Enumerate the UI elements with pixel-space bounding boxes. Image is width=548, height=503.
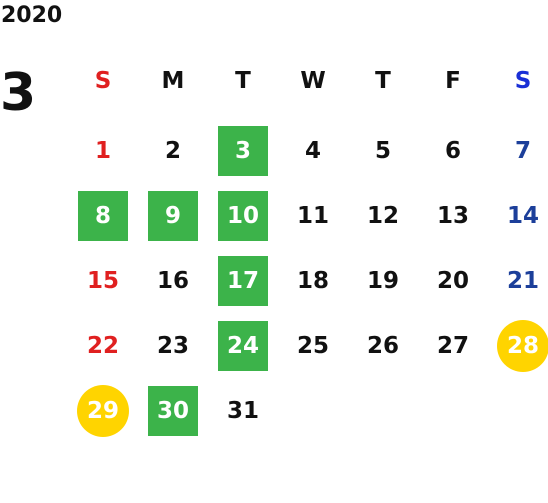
day-cell[interactable]: 5 bbox=[348, 118, 418, 183]
day-number[interactable]: 16 bbox=[156, 267, 189, 294]
day-number[interactable]: 13 bbox=[436, 202, 469, 229]
day-cell[interactable]: 18 bbox=[278, 248, 348, 313]
weekday-thursday: T bbox=[375, 68, 391, 94]
day-number[interactable]: 23 bbox=[156, 332, 189, 359]
day-number[interactable]: 29 bbox=[77, 384, 129, 437]
day-cell[interactable]: 3 bbox=[208, 118, 278, 183]
day-cell[interactable]: 7 bbox=[488, 118, 548, 183]
day-number[interactable]: 24 bbox=[218, 320, 268, 371]
weekday-saturday: S bbox=[514, 68, 532, 94]
weekday-monday: M bbox=[161, 68, 185, 94]
day-cell[interactable]: 1 bbox=[68, 118, 138, 183]
day-number[interactable]: 10 bbox=[218, 190, 268, 241]
day-cell bbox=[348, 378, 418, 443]
day-number[interactable]: 4 bbox=[304, 137, 321, 164]
day-number[interactable]: 26 bbox=[366, 332, 399, 359]
day-number[interactable]: 17 bbox=[218, 255, 268, 306]
day-cell[interactable]: 12 bbox=[348, 183, 418, 248]
day-number[interactable]: 20 bbox=[436, 267, 469, 294]
day-cell[interactable]: 16 bbox=[138, 248, 208, 313]
day-cell[interactable]: 27 bbox=[418, 313, 488, 378]
day-cell[interactable]: 28 bbox=[488, 313, 548, 378]
weekday-sunday: S bbox=[94, 68, 112, 94]
day-cell[interactable]: 14 bbox=[488, 183, 548, 248]
day-number[interactable]: 14 bbox=[506, 202, 539, 229]
weekday-friday: F bbox=[445, 68, 461, 94]
day-cell bbox=[418, 378, 488, 443]
year-label: 2020 bbox=[1, 3, 63, 28]
day-number[interactable]: 31 bbox=[226, 397, 259, 424]
day-cell[interactable]: 19 bbox=[348, 248, 418, 313]
day-number[interactable]: 11 bbox=[296, 202, 329, 229]
day-cell bbox=[488, 378, 548, 443]
day-cell[interactable]: 10 bbox=[208, 183, 278, 248]
day-cell[interactable]: 15 bbox=[68, 248, 138, 313]
weekday-tuesday: T bbox=[235, 68, 251, 94]
day-cell[interactable]: 23 bbox=[138, 313, 208, 378]
day-cell[interactable]: 9 bbox=[138, 183, 208, 248]
day-number[interactable]: 28 bbox=[497, 319, 548, 372]
day-number[interactable]: 27 bbox=[436, 332, 469, 359]
day-cell[interactable]: 13 bbox=[418, 183, 488, 248]
day-cell[interactable]: 2 bbox=[138, 118, 208, 183]
day-number[interactable]: 18 bbox=[296, 267, 329, 294]
day-number[interactable]: 5 bbox=[374, 137, 391, 164]
month-label: 3 bbox=[0, 63, 37, 123]
day-cell[interactable]: 17 bbox=[208, 248, 278, 313]
day-cell[interactable]: 20 bbox=[418, 248, 488, 313]
day-cell[interactable]: 31 bbox=[208, 378, 278, 443]
day-cell[interactable]: 6 bbox=[418, 118, 488, 183]
day-cell bbox=[278, 378, 348, 443]
day-number[interactable]: 9 bbox=[148, 190, 198, 241]
day-number[interactable]: 8 bbox=[78, 190, 128, 241]
day-cell[interactable]: 4 bbox=[278, 118, 348, 183]
day-number[interactable]: 19 bbox=[366, 267, 399, 294]
day-cell[interactable]: 30 bbox=[138, 378, 208, 443]
day-cell[interactable]: 11 bbox=[278, 183, 348, 248]
day-number[interactable]: 12 bbox=[366, 202, 399, 229]
day-number[interactable]: 1 bbox=[94, 137, 111, 164]
day-cell[interactable]: 22 bbox=[68, 313, 138, 378]
weekday-wednesday: W bbox=[300, 68, 326, 94]
weekday-header-row: S M T W T F S bbox=[68, 58, 546, 104]
day-cell[interactable]: 24 bbox=[208, 313, 278, 378]
day-number[interactable]: 6 bbox=[444, 137, 461, 164]
day-cell[interactable]: 21 bbox=[488, 248, 548, 313]
day-number[interactable]: 25 bbox=[296, 332, 329, 359]
day-number[interactable]: 30 bbox=[148, 385, 198, 436]
day-number[interactable]: 2 bbox=[164, 137, 181, 164]
day-cell[interactable]: 29 bbox=[68, 378, 138, 443]
day-cell[interactable]: 25 bbox=[278, 313, 348, 378]
day-number[interactable]: 15 bbox=[86, 267, 119, 294]
day-number[interactable]: 3 bbox=[218, 125, 268, 176]
day-cell[interactable]: 26 bbox=[348, 313, 418, 378]
day-cell[interactable]: 8 bbox=[68, 183, 138, 248]
day-number[interactable]: 22 bbox=[86, 332, 119, 359]
day-number[interactable]: 7 bbox=[514, 137, 531, 164]
day-number[interactable]: 21 bbox=[506, 267, 539, 294]
